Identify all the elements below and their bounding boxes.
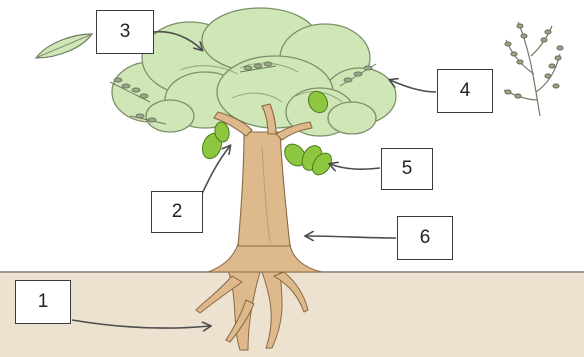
- roots: [195, 269, 309, 351]
- arrow-1: [71, 319, 210, 328]
- fruit-icon: [201, 90, 333, 176]
- canopy: [111, 7, 397, 137]
- trunk-base: [207, 243, 323, 273]
- trunk-shading: [261, 145, 271, 243]
- arrow-4: [390, 80, 437, 93]
- label-box-leaf: 3: [96, 10, 154, 54]
- pointer-arrows: [71, 30, 437, 328]
- flower-sprig-icon: [503, 21, 564, 117]
- label-trunk-number: 6: [419, 227, 431, 248]
- label-box-roots: 1: [15, 280, 71, 324]
- trunk: [213, 103, 313, 247]
- arrow-5: [330, 164, 381, 169]
- arrow-6: [306, 236, 397, 238]
- label-stem-number: 2: [171, 201, 183, 222]
- leaf-icon: [34, 33, 94, 59]
- label-leaf-number: 3: [119, 21, 131, 42]
- label-roots-number: 1: [37, 291, 49, 312]
- label-fruit-number: 5: [401, 158, 413, 179]
- label-box-trunk: 6: [397, 216, 453, 260]
- arrow-3: [153, 30, 202, 50]
- label-flower-number: 4: [459, 80, 471, 101]
- canopy-sprigs: [109, 61, 377, 125]
- label-box-fruit: 5: [381, 148, 433, 190]
- label-box-stem: 2: [151, 191, 203, 233]
- label-box-flower: 4: [437, 69, 493, 113]
